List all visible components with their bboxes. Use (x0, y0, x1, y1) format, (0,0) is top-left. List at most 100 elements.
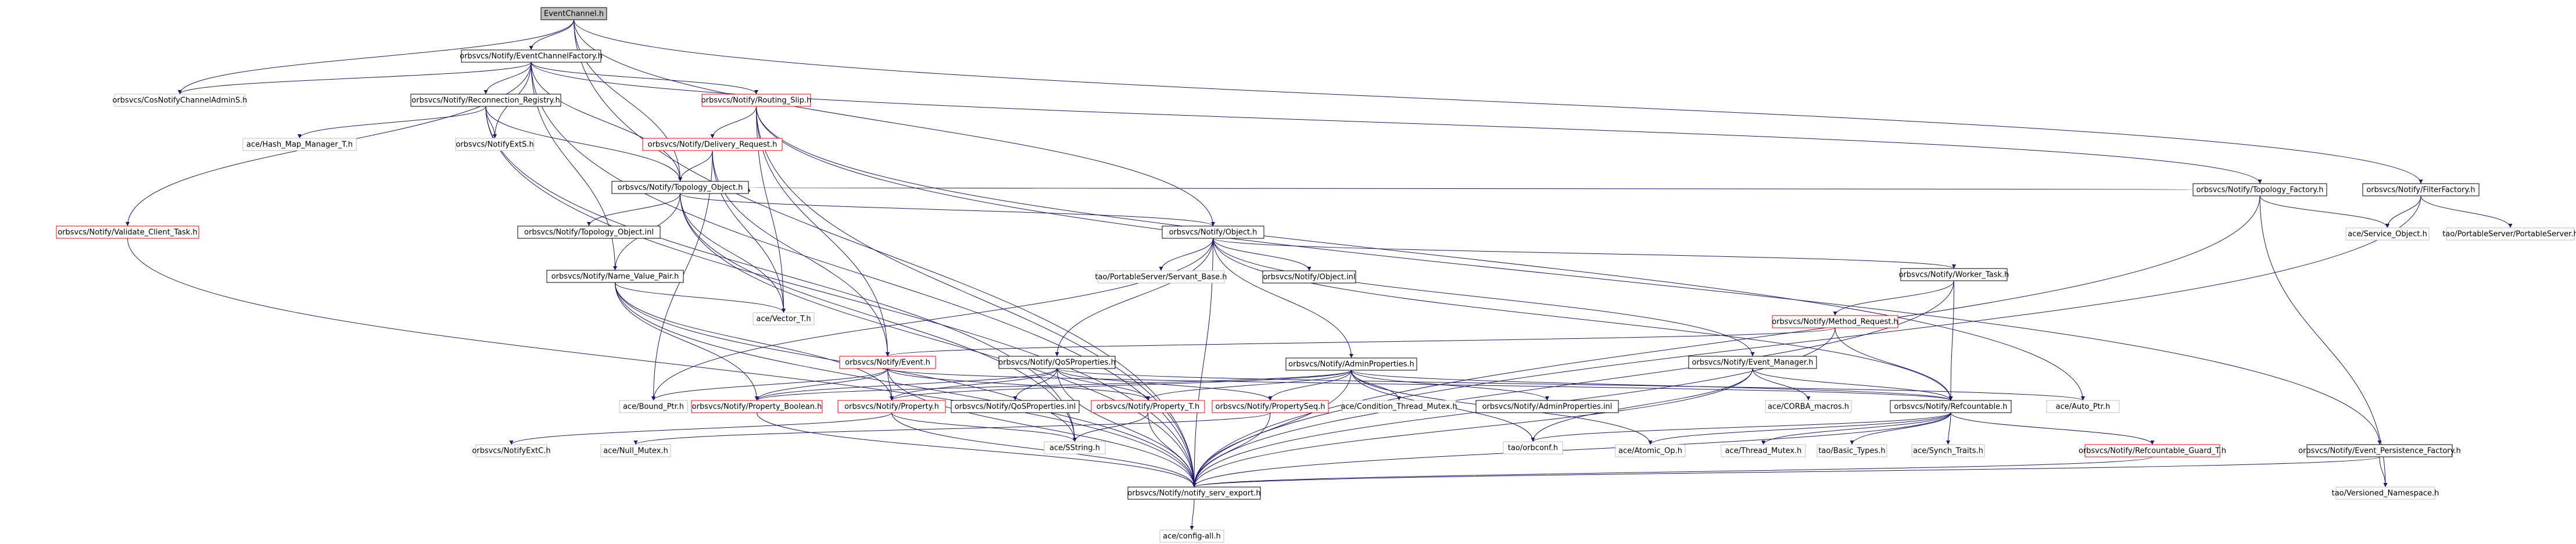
node-event[interactable]: orbsvcs/Notify/Event.h (839, 356, 936, 369)
node-label: ace/SString.h (1049, 444, 1100, 453)
edge-routing-slip-to-notify-serv-export (756, 106, 1196, 488)
node-box (2046, 400, 2120, 413)
node-refcountable-guard-t[interactable]: orbsvcs/Notify/Refcountable_Guard_T.h (2079, 444, 2226, 457)
node-routing-slip[interactable]: orbsvcs/Notify/Routing_Slip.h (701, 94, 812, 107)
node-box (1475, 400, 1619, 413)
node-box (600, 444, 671, 457)
edge-refcountable-to-notify-serv-export (1192, 412, 1951, 488)
node-box (1817, 444, 1887, 457)
node-label: orbsvcs/Notify/Property.h (844, 403, 939, 411)
node-label: orbsvcs/Notify/notify_serv_export.h (1127, 489, 1260, 498)
node-orbconf[interactable]: tao/orbconf.h (1503, 441, 1563, 454)
node-qo-sproperties-inl[interactable]: orbsvcs/Notify/QoSProperties.inl (951, 400, 1080, 413)
node-service-object[interactable]: ace/Service_Object.h (2345, 227, 2430, 241)
node-event-channel[interactable]: EventChannel.h (540, 7, 607, 20)
node-atomic-op[interactable]: ace/Atomic_Op.h (1615, 444, 1686, 457)
edge-method-request-to-refcountable (1835, 327, 1953, 401)
edge-refcountable-guard-t-to-notify-serv-export (1192, 456, 2153, 488)
node-notify-ext-s[interactable]: orbsvcs/NotifyExtS.h (455, 138, 535, 151)
node-reconnection-registry[interactable]: orbsvcs/Notify/Reconnection_Registry.h (410, 94, 561, 107)
node-label: orbsvcs/Notify/Object.inl (1263, 273, 1355, 282)
edge-event-manager-to-notify-serv-export (1192, 368, 1753, 488)
node-notify-serv-export[interactable]: orbsvcs/Notify/notify_serv_export.h (1127, 486, 1261, 500)
node-property[interactable]: orbsvcs/Notify/Property.h (837, 400, 946, 413)
node-admin-properties[interactable]: orbsvcs/Notify/AdminProperties.h (1285, 357, 1417, 371)
node-auto-ptr[interactable]: ace/Auto_Ptr.h (2046, 400, 2120, 413)
node-corba-macros[interactable]: ace/CORBA_macros.h (1765, 400, 1852, 413)
edge-refcountable-to-synch-traits (1946, 412, 1951, 445)
edge-name-value-pair-to-property (615, 282, 894, 401)
node-topology-object[interactable]: orbsvcs/Notify/Topology_Object.h (611, 181, 749, 194)
edge-topology-object-to-sstring (680, 193, 1077, 442)
edge-topology-factory-to-topology-object (748, 187, 2194, 192)
node-name-value-pair[interactable]: orbsvcs/Notify/Name_Value_Pair.h (546, 270, 684, 283)
node-label: ace/Null_Mutex.h (603, 447, 668, 456)
node-object-inl[interactable]: orbsvcs/Notify/Object.inl (1262, 270, 1356, 284)
node-box (2446, 227, 2575, 241)
edge-topology-factory-to-versioned-namespace (2259, 195, 2388, 488)
node-thread-mutex[interactable]: ace/Thread_Mutex.h (1721, 444, 1806, 457)
node-notify-ext-c[interactable]: orbsvcs/NotifyExtC.h (472, 444, 551, 457)
node-refcountable[interactable]: orbsvcs/Notify/Refcountable.h (1890, 400, 2012, 413)
node-topology-object-inl[interactable]: orbsvcs/Notify/Topology_Object.inl (517, 226, 661, 239)
edge-routing-slip-to-event-persistence-factory (756, 106, 2382, 445)
node-label: orbsvcs/Notify/Delivery_Request.h (648, 141, 778, 149)
edge-admin-properties-to-property-boolean (755, 370, 1352, 401)
node-method-request[interactable]: orbsvcs/Notify/Method_Request.h (1772, 315, 1898, 328)
node-cos-notify-channel-admin-s[interactable]: orbsvcs/CosNotifyChannelAdminS.h (113, 94, 248, 107)
node-vector-t[interactable]: ace/Vector_T.h (753, 312, 815, 325)
node-topology-factory[interactable]: orbsvcs/Notify/Topology_Factory.h (2192, 183, 2327, 196)
edge-event-channel-to-topology-object (574, 19, 682, 182)
node-label: orbsvcs/Notify/AdminProperties.inl (1482, 403, 1613, 411)
node-delivery-request[interactable]: orbsvcs/Notify/Delivery_Request.h (642, 138, 783, 151)
node-event-persistence-factory[interactable]: orbsvcs/Notify/Event_Persistence_Factory… (2298, 444, 2461, 457)
node-property-t[interactable]: orbsvcs/Notify/Property_T.h (1091, 400, 1205, 413)
node-condition-thread-mutex[interactable]: ace/Condition_Thread_Mutex.h (1341, 400, 1457, 413)
node-synch-traits[interactable]: ace/Synch_Traits.h (1911, 444, 1985, 457)
edge-worker-task-to-refcountable (1948, 280, 1954, 401)
edge-qo-sproperties-to-property-seq (1056, 368, 1273, 401)
node-sstring[interactable]: ace/SString.h (1044, 441, 1106, 454)
edge-admin-properties-to-admin-properties-inl (1351, 370, 1549, 401)
edge-qo-sproperties-to-property-t (1056, 368, 1150, 401)
node-admin-properties-inl[interactable]: orbsvcs/Notify/AdminProperties.inl (1475, 400, 1619, 413)
node-label: orbsvcs/Notify/Event_Manager.h (1692, 359, 1813, 367)
node-box (1900, 268, 2008, 281)
node-box (546, 270, 684, 283)
edge-object-to-worker-task (1213, 238, 1956, 269)
node-basic-types[interactable]: tao/Basic_Types.h (1817, 444, 1887, 457)
edge-worker-task-to-method-request (1833, 280, 1954, 316)
node-box (998, 356, 1116, 369)
node-bound-ptr[interactable]: ace/Bound_Ptr.h (619, 400, 688, 413)
edge-event-channel-to-filter-factory (574, 19, 2423, 184)
edge-event-to-property-boolean (755, 368, 888, 401)
node-object[interactable]: orbsvcs/Notify/Object.h (1162, 226, 1264, 239)
edge-event-channel-to-cos-notify-channel-admin-s (178, 19, 574, 95)
node-property-seq[interactable]: orbsvcs/Notify/PropertySeq.h (1212, 400, 1329, 413)
node-config-all[interactable]: ace/config-all.h (1159, 529, 1224, 543)
node-null-mutex[interactable]: ace/Null_Mutex.h (600, 444, 671, 457)
node-label: ace/Thread_Mutex.h (1725, 447, 1802, 456)
node-servant-base[interactable]: tao/PortableServer/Servant_Base.h (1095, 270, 1227, 284)
node-portable-server[interactable]: tao/PortableServer/PortableServer.h (2442, 227, 2576, 241)
node-label: ace/Condition_Thread_Mutex.h (1341, 403, 1457, 411)
node-label: ace/Vector_T.h (756, 315, 811, 324)
edge-object-to-object-inl (1213, 238, 1312, 271)
edge-filter-factory-to-notify-serv-export (1192, 195, 2421, 488)
node-validate-client-task[interactable]: orbsvcs/Notify/Validate_Client_Task.h (56, 226, 199, 239)
node-qo-sproperties[interactable]: orbsvcs/Notify/QoSProperties.h (998, 356, 1116, 369)
node-label: orbsvcs/NotifyExtS.h (456, 141, 533, 149)
node-event-manager[interactable]: orbsvcs/Notify/Event_Manager.h (1688, 356, 1817, 369)
node-property-boolean[interactable]: orbsvcs/Notify/Property_Boolean.h (691, 400, 823, 413)
node-label: orbsvcs/Notify/Name_Value_Pair.h (551, 273, 679, 281)
edge-name-value-pair-to-vector-t (615, 282, 786, 313)
node-label: orbsvcs/Notify/Reconnection_Registry.h (411, 96, 560, 105)
edge-topology-factory-to-notify-serv-export (1192, 195, 2260, 488)
node-event-channel-factory[interactable]: orbsvcs/Notify/EventChannelFactory.h (460, 49, 603, 63)
node-versioned-namespace[interactable]: tao/Versioned_Namespace.h (2332, 486, 2439, 500)
node-worker-task[interactable]: orbsvcs/Notify/Worker_Task.h (1899, 268, 2009, 281)
edge-topology-object-to-object (680, 193, 1215, 227)
node-hash-map-manager-t[interactable]: ace/Hash_Map_Manager_T.h (242, 138, 357, 151)
node-filter-factory[interactable]: orbsvcs/Notify/FilterFactory.h (2362, 183, 2480, 196)
edge-qo-sproperties-to-notify-serv-export (1056, 368, 1196, 488)
